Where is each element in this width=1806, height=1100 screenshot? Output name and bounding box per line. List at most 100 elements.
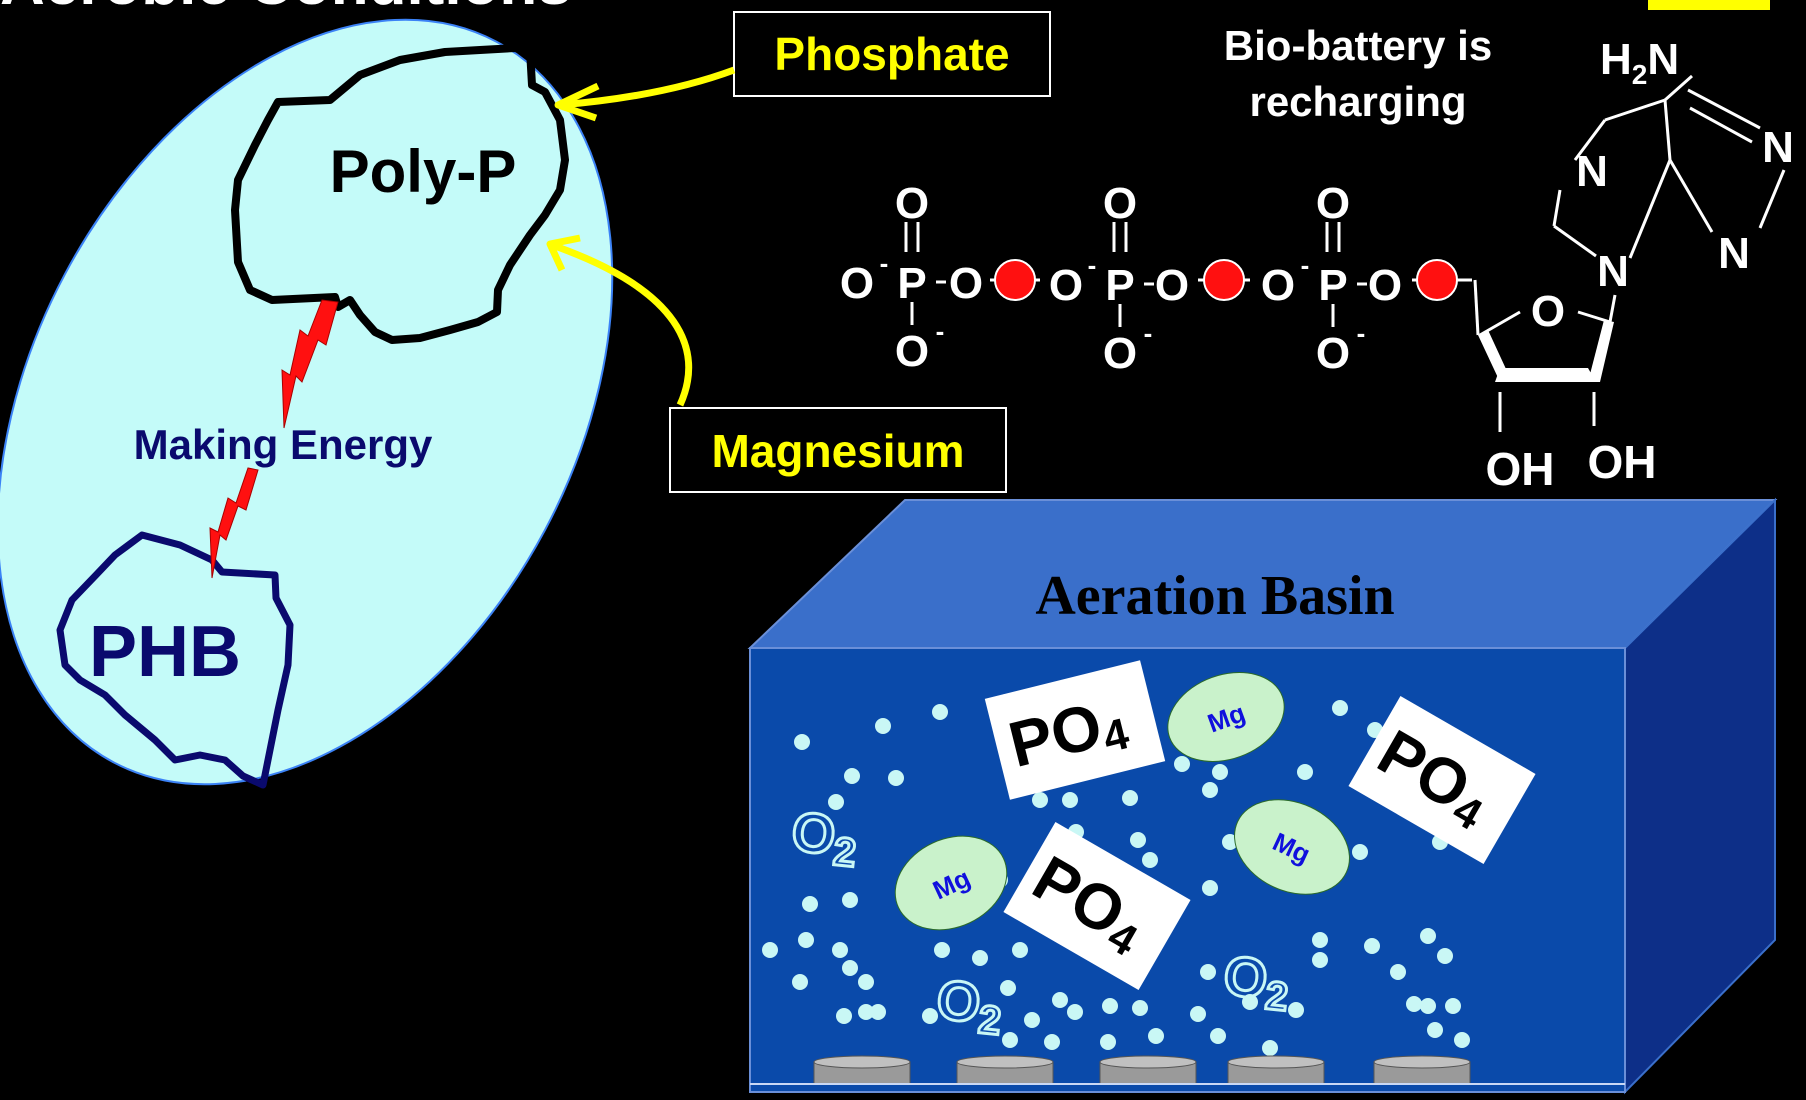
air-bubble — [1132, 1000, 1148, 1016]
bond-line — [1758, 169, 1786, 229]
atp-ribose-adenine: O OH OH N N N N H2N — [1473, 35, 1794, 495]
po4-card: PO4 — [1348, 695, 1536, 865]
air-bubble — [802, 896, 818, 912]
air-bubble — [1000, 980, 1016, 996]
diffuser-group — [813, 1055, 1471, 1085]
lightning-bolt-icon — [281, 299, 339, 429]
air-bubble — [934, 942, 950, 958]
o2-main: O — [789, 799, 839, 866]
charge-sign: - — [880, 248, 889, 278]
air-bubble — [1332, 700, 1348, 716]
phosphate-group: O O - P O O - — [840, 179, 983, 376]
atp-caption-line1: Bio-battery is — [1224, 22, 1492, 69]
phosphate-right-oxygen: O — [949, 259, 983, 308]
diffuser-disc — [1373, 1055, 1471, 1069]
phosphate-bottom-oxygen: O — [895, 327, 929, 376]
phosphate-left-oxygen: O — [1049, 261, 1083, 310]
phosphate-group: O O - P O O - — [1261, 179, 1402, 378]
air-bubble — [842, 960, 858, 976]
polyp-granule — [231, 44, 569, 344]
air-bubble — [1002, 1032, 1018, 1048]
ring-nitrogen: N — [1718, 229, 1750, 278]
phosphate-arrow — [559, 66, 736, 109]
air-bubble — [1420, 928, 1436, 944]
page-title-fragment: Aerobic Conditions — [0, 0, 572, 18]
bond-line — [1689, 106, 1753, 144]
amine-h: H2N — [1600, 35, 1679, 90]
o2-label: O2 — [1219, 942, 1293, 1021]
o2-text: O2 — [1220, 943, 1293, 1019]
air-bubble — [1102, 998, 1118, 1014]
charge-sign: - — [1301, 250, 1310, 280]
bond-line — [1668, 159, 1714, 233]
bond-line — [1479, 310, 1521, 337]
phosphate-top-oxygen: O — [895, 179, 929, 228]
po4-card-bg — [984, 660, 1166, 800]
phosphate-left-oxygen: O — [840, 259, 874, 308]
phosphate-group: O O - P O O - — [1049, 179, 1189, 378]
air-bubble — [1032, 792, 1048, 808]
polyp-label: Poly-P — [330, 138, 517, 205]
air-bubble — [1100, 1034, 1116, 1050]
basin-title: Aeration Basin — [1035, 565, 1394, 627]
ribose-wedge-bond — [1588, 320, 1614, 382]
air-bubble — [1062, 792, 1078, 808]
high-energy-bond-dot — [994, 259, 1036, 301]
air-bubble — [1130, 832, 1146, 848]
po4-card: PO4 — [984, 660, 1166, 800]
air-bubble — [1200, 964, 1216, 980]
air-bubble — [1142, 852, 1158, 868]
amine-n: N — [1647, 35, 1679, 84]
air-bubble — [1427, 1022, 1443, 1038]
phosphorus-atom: P — [897, 259, 926, 308]
o2-label: O2 — [932, 966, 1004, 1045]
air-bubble — [972, 950, 988, 966]
magnesium-arrowhead-icon — [546, 234, 581, 272]
air-bubble — [1312, 932, 1328, 948]
o2-subscript: 2 — [831, 830, 858, 876]
phosphate-right-oxygen: O — [1368, 261, 1402, 310]
making-energy-label: Making Energy — [134, 421, 433, 468]
phosphorus-atom: P — [1318, 261, 1347, 310]
hydroxyl-label: OH — [1486, 443, 1555, 495]
phosphate-arrowhead-icon — [554, 82, 600, 122]
lightning-bolt-icon — [209, 467, 259, 579]
o2-subscript: 2 — [1263, 974, 1290, 1020]
magnesium-callout: Magnesium — [546, 234, 1007, 493]
air-bubble — [932, 704, 948, 720]
phosphate-top-oxygen: O — [1316, 179, 1350, 228]
air-bubble — [1052, 992, 1068, 1008]
air-bubble — [794, 734, 810, 750]
charge-sign: - — [1088, 250, 1097, 280]
phb-label: PHB — [89, 612, 241, 692]
charge-sign: - — [1144, 318, 1153, 348]
bond-line — [1573, 119, 1607, 161]
phosphate-bottom-oxygen: O — [1316, 329, 1350, 378]
o2-main: O — [1221, 943, 1271, 1010]
air-bubble — [798, 932, 814, 948]
phosphate-callout: Phosphate — [554, 11, 1051, 122]
bond-line — [1552, 189, 1562, 227]
diffuser-disc — [1227, 1055, 1325, 1069]
air-bubble — [922, 1008, 938, 1024]
air-bubble — [1174, 756, 1190, 772]
air-bubble — [1122, 790, 1138, 806]
air-bubble — [1242, 994, 1258, 1010]
charge-sign: - — [936, 316, 945, 346]
air-bubble — [1210, 1028, 1226, 1044]
ring-nitrogen: N — [1762, 123, 1794, 172]
air-bubble — [1212, 764, 1228, 780]
air-bubble — [762, 942, 778, 958]
aeration-basin: Aeration Basin PO4 PO4 PO4 Mg Mg Mg — [747, 497, 1778, 1095]
diffuser-disc — [813, 1055, 911, 1069]
o2-main: O — [934, 967, 984, 1034]
mg-ellipse — [1234, 799, 1350, 895]
bond-line — [1663, 99, 1672, 161]
mg-ion: Mg — [1167, 672, 1285, 762]
air-bubble — [1012, 942, 1028, 958]
air-bubble — [832, 942, 848, 958]
air-bubble — [844, 768, 860, 784]
air-bubble — [1202, 782, 1218, 798]
bond-line — [1608, 294, 1617, 323]
phosphate-right-oxygen: O — [1155, 261, 1189, 310]
